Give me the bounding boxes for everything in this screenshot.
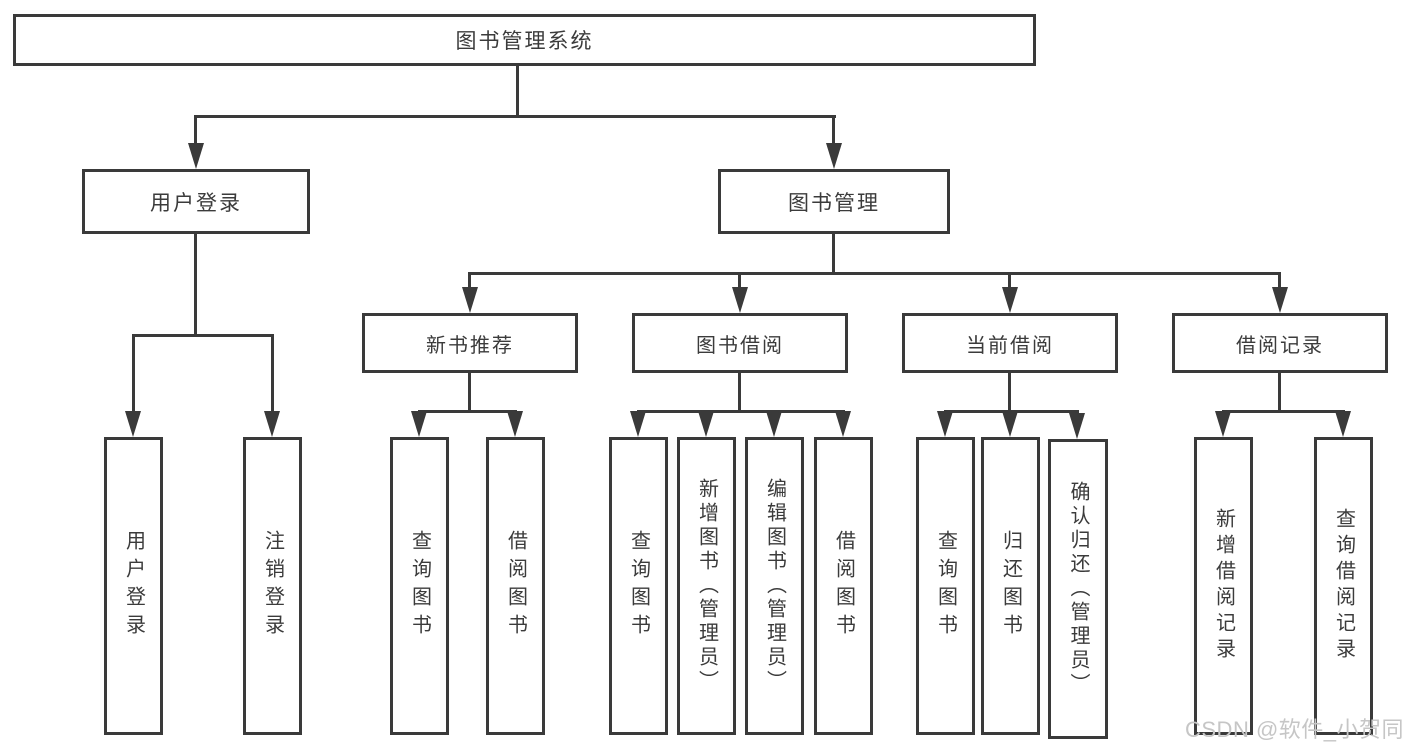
leaf-borrowing-borrow-label: 借阅图书 [832,530,855,642]
leaf-user-login-label: 用户登录 [122,530,145,642]
csdn-watermark: CSDN @软件_小贺同学 [1185,717,1405,742]
arrowhead-newbooks-leaf2 [507,411,523,437]
arrowhead-borrowing-leaf3 [766,411,782,437]
leaf-logout: 注销登录 [243,437,302,735]
leaf-current-query-label: 查询图书 [934,530,957,642]
connector-level3-rail [468,272,1281,275]
arrowhead-current [1002,287,1018,313]
arrowhead-records [1272,287,1288,313]
connector-userlogin-rail [132,334,274,337]
leaf-current-confirm-label: 确认归还（管理员） [1067,481,1089,697]
arrowhead-current-leaf3 [1069,413,1085,439]
node-book-mgmt-label: 图书管理 [788,191,880,215]
leaf-borrowing-add-label: 新增图书（管理员） [695,478,718,694]
connector-login-leaf1-shaft [132,334,135,413]
arrowhead-records-leaf1 [1215,411,1231,437]
node-user-login: 用户登录 [82,169,310,234]
connector-level1-rail [195,115,836,118]
arrowhead-login-leaf2 [264,411,280,437]
arrowhead-borrowing [732,287,748,313]
node-new-books-label: 新书推荐 [426,334,514,357]
leaf-records-query-label: 查询借阅记录 [1332,508,1355,664]
arrowhead-login-leaf1 [125,411,141,437]
connector-newbooks-shaft [468,272,471,289]
arrowhead-userlogin [188,143,204,169]
leaf-records-add-label: 新增借阅记录 [1212,508,1235,664]
arrowhead-current-leaf2 [1002,411,1018,437]
connector-records-stem [1278,373,1281,410]
node-records: 借阅记录 [1172,313,1388,373]
node-records-label: 借阅记录 [1236,334,1324,357]
node-user-login-label: 用户登录 [150,191,242,215]
leaf-borrowing-add: 新增图书（管理员） [677,437,736,735]
arrowhead-current-leaf1 [937,411,953,437]
connector-userlogin-shaft [194,115,197,145]
connector-current-stem [1008,373,1011,410]
leaf-newbooks-query-label: 查询图书 [408,530,431,642]
arrowhead-borrowing-leaf4 [835,411,851,437]
node-borrowing: 图书借阅 [632,313,848,373]
connector-bookmgmt-shaft [832,115,835,145]
arrowhead-borrowing-leaf2 [698,411,714,437]
leaf-records-query: 查询借阅记录 [1314,437,1373,735]
connector-records-rail [1222,410,1345,413]
arrowhead-newbooks [462,287,478,313]
node-borrowing-label: 图书借阅 [696,334,784,357]
arrowhead-bookmgmt [826,143,842,169]
connector-bookmgmt-stem [832,234,835,272]
leaf-user-login: 用户登录 [104,437,163,735]
leaf-borrowing-query-label: 查询图书 [627,530,650,642]
arrowhead-records-leaf2 [1335,411,1351,437]
connector-borrowing-rail [637,410,845,413]
leaf-newbooks-query: 查询图书 [390,437,449,735]
node-new-books: 新书推荐 [362,313,578,373]
leaf-borrowing-borrow: 借阅图书 [814,437,873,735]
leaf-current-return: 归还图书 [981,437,1040,735]
leaf-current-confirm: 确认归还（管理员） [1048,439,1108,739]
arrowhead-borrowing-leaf1 [630,411,646,437]
connector-borrowing-stem [738,373,741,410]
connector-newbooks-stem [468,373,471,410]
node-current-label: 当前借阅 [966,334,1054,357]
leaf-logout-label: 注销登录 [261,530,284,642]
leaf-current-query: 查询图书 [916,437,975,735]
node-current: 当前借阅 [902,313,1118,373]
node-root-label: 图书管理系统 [455,30,594,53]
connector-login-leaf2-shaft [271,334,274,413]
leaf-borrowing-edit-label: 编辑图书（管理员） [763,478,786,694]
connector-userlogin-stem [194,234,197,334]
connector-root-stem [516,66,519,115]
leaf-current-return-label: 归还图书 [999,530,1022,642]
node-book-mgmt: 图书管理 [718,169,950,234]
leaf-newbooks-borrow-label: 借阅图书 [504,530,527,642]
leaf-borrowing-query: 查询图书 [609,437,668,735]
node-root: 图书管理系统 [13,14,1036,66]
connector-records-shaft [1278,272,1281,289]
arrowhead-newbooks-leaf1 [411,411,427,437]
connector-borrowing-shaft [738,272,741,289]
leaf-records-add: 新增借阅记录 [1194,437,1253,735]
connector-newbooks-rail [418,410,517,413]
connector-current-shaft [1008,272,1011,289]
leaf-borrowing-edit: 编辑图书（管理员） [745,437,804,735]
leaf-newbooks-borrow: 借阅图书 [486,437,545,735]
